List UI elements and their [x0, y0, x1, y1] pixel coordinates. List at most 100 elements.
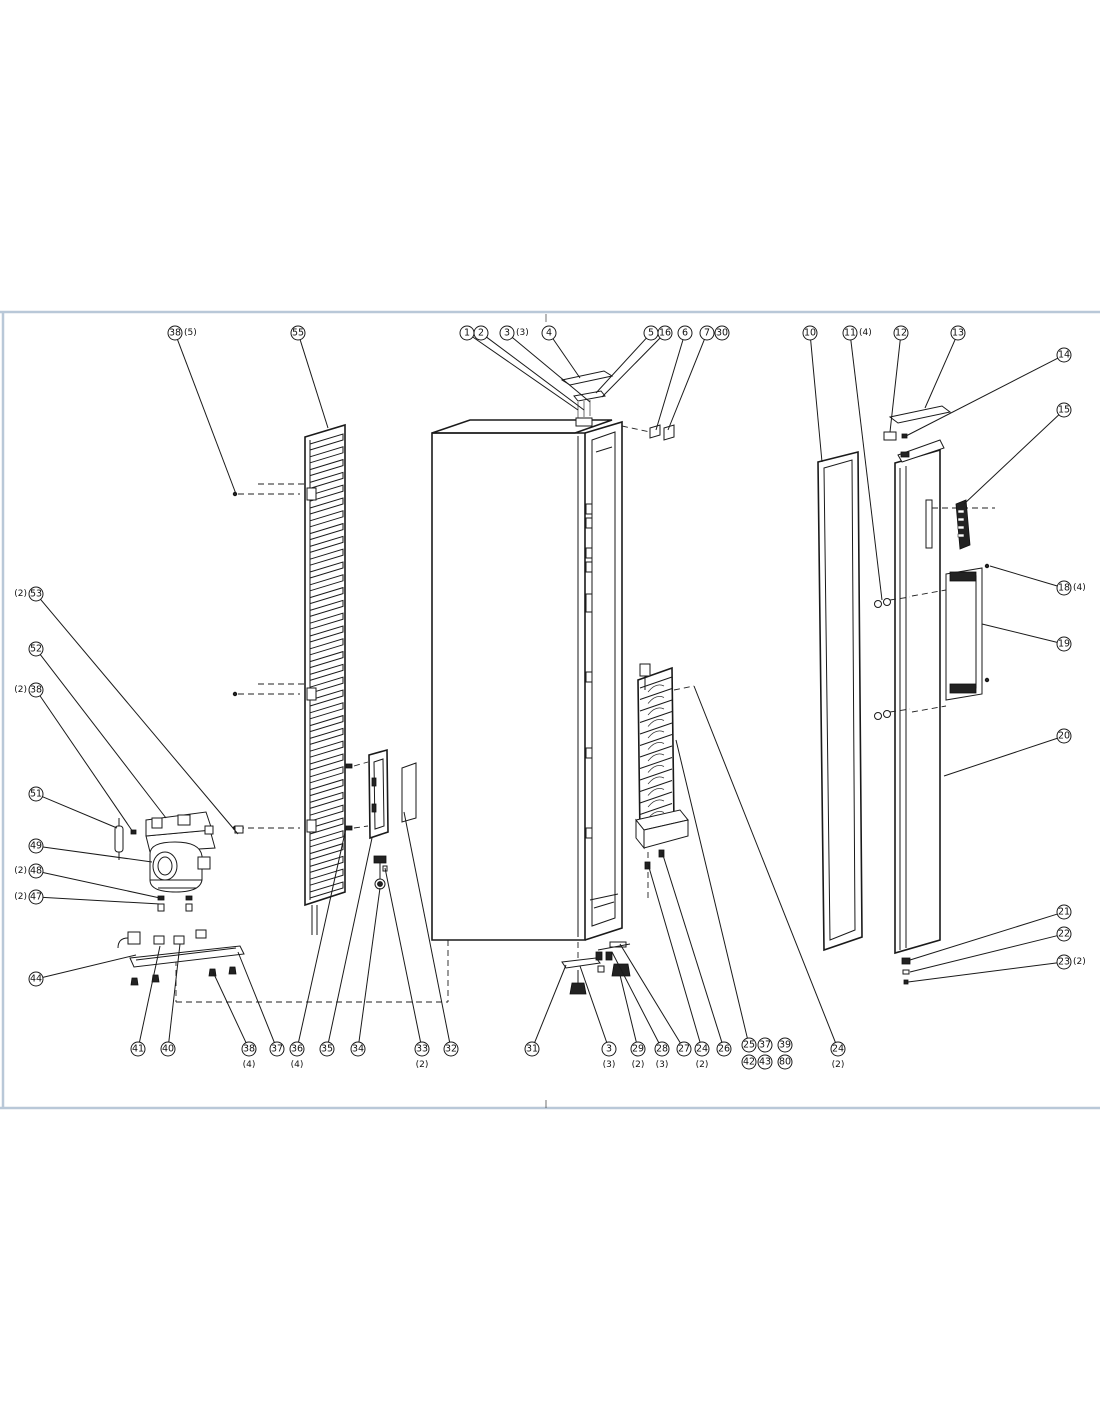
control-cover — [401, 762, 417, 823]
leader-line-c38-bottom — [212, 971, 247, 1043]
callout-quantity: (2) — [1073, 957, 1086, 967]
compressor-grommets — [157, 895, 193, 912]
callout-quantity: (2) — [696, 1060, 709, 1070]
leader-line-c24-right — [693, 685, 836, 1043]
leader-line-c19 — [981, 623, 1058, 643]
leader-line-c20 — [943, 737, 1058, 777]
leader-line-c52 — [39, 654, 167, 819]
callout-quantity: (2) — [632, 1060, 645, 1070]
callout-c21: 21 — [1056, 904, 1072, 920]
callout-c10: 10 — [802, 325, 818, 341]
callout-c37-group: 37 — [757, 1037, 773, 1053]
callout-circle — [28, 586, 44, 602]
callout-circle — [269, 1041, 285, 1057]
callout-circle — [699, 325, 715, 341]
callout-number: 15 — [1058, 405, 1070, 416]
callout-circle — [499, 325, 515, 341]
callout-circle — [1056, 954, 1072, 970]
leader-line-c33 — [384, 867, 422, 1043]
callout-circle — [777, 1037, 793, 1053]
door-screws-left — [874, 596, 911, 720]
callout-circle — [676, 1041, 692, 1057]
callout-circle — [28, 863, 44, 879]
leader-line-c18 — [989, 565, 1058, 587]
callout-circle — [777, 1054, 793, 1070]
callout-number: 47 — [30, 892, 42, 903]
start-relay — [117, 929, 207, 949]
callout-c2: 2 — [473, 325, 489, 341]
door-bottom-parts — [901, 957, 911, 985]
callout-number: 43 — [759, 1057, 771, 1068]
callout-circle — [289, 1041, 305, 1057]
leader-line-c49 — [42, 846, 153, 863]
leader-line-c3-bottom — [579, 965, 608, 1043]
leader-line-c29 — [619, 974, 637, 1043]
cabinet-body — [431, 419, 623, 941]
leader-line-c38-top — [177, 339, 237, 495]
callout-number: 44 — [30, 974, 42, 985]
callout-c24-bottom: 24 — [694, 1041, 710, 1057]
condenser-dash-leaders — [232, 483, 305, 831]
callout-circle — [893, 325, 909, 341]
callout-number: 2 — [478, 328, 484, 339]
callout-quantity: (2) — [832, 1060, 845, 1070]
leader-line-c27 — [619, 943, 681, 1044]
callout-number: 1 — [464, 328, 470, 339]
callout-quantity: (4) — [291, 1060, 304, 1070]
callout-number: 5 — [648, 328, 654, 339]
top-hinge-parts — [560, 370, 675, 441]
callout-c36-bottom: 36 — [289, 1041, 305, 1057]
door-handle — [911, 563, 990, 713]
callout-number: 38 — [30, 685, 42, 696]
callout-circle — [1056, 347, 1072, 363]
filter-drier — [114, 818, 124, 860]
leader-line-c40 — [168, 943, 181, 1043]
leader-line-c48 — [42, 872, 161, 899]
callout-circle — [950, 325, 966, 341]
callout-number: 23 — [1058, 957, 1070, 968]
callout-quantity: (4) — [1073, 583, 1086, 593]
leader-line-c11 — [850, 339, 883, 601]
callout-c53: 53 — [28, 586, 44, 602]
callout-circle — [28, 838, 44, 854]
leader-line-c36-bottom — [298, 827, 347, 1043]
callout-number: 35 — [321, 1044, 333, 1055]
callout-number: 3 — [504, 328, 510, 339]
leader-line-c26 — [661, 851, 723, 1043]
door-top-parts — [883, 405, 952, 441]
callout-quantity: (2) — [14, 892, 27, 902]
callout-number: 21 — [1058, 907, 1070, 918]
callout-number: 36 — [291, 1044, 303, 1055]
callout-circle — [694, 1041, 710, 1057]
callout-c48: 48 — [28, 863, 44, 879]
callout-number: 26 — [718, 1044, 730, 1055]
callout-circle — [473, 325, 489, 341]
door-side-parts — [955, 499, 971, 550]
callout-number: 49 — [30, 841, 42, 852]
callout-number: 51 — [30, 789, 42, 800]
callout-quantity: (2) — [14, 589, 27, 599]
leader-line-c5 — [595, 337, 647, 394]
callout-c32: 32 — [443, 1041, 459, 1057]
leader-line-c23 — [907, 962, 1058, 983]
callout-number: 42 — [743, 1057, 755, 1068]
callout-circle — [524, 1041, 540, 1057]
leader-line-c34 — [358, 887, 381, 1043]
leader-line-c53 — [40, 599, 239, 835]
callout-number: 48 — [30, 866, 42, 877]
callout-c80: 80 — [777, 1054, 793, 1070]
callout-number: 30 — [716, 328, 728, 339]
callout-number: 33 — [416, 1044, 428, 1055]
callout-c7: 7 — [699, 325, 715, 341]
callout-number: 37 — [759, 1040, 771, 1051]
callout-c15: 15 — [1056, 402, 1072, 418]
callout-c24-right: 24 — [830, 1041, 846, 1057]
leader-line-c15 — [963, 414, 1060, 505]
leader-line-c3-top — [512, 337, 591, 403]
callout-c39: 39 — [777, 1037, 793, 1053]
leader-line-c41 — [138, 945, 161, 1043]
callout-number: 34 — [352, 1044, 364, 1055]
callout-number: 14 — [1058, 350, 1070, 361]
callout-circle — [350, 1041, 366, 1057]
callout-circle — [830, 1041, 846, 1057]
